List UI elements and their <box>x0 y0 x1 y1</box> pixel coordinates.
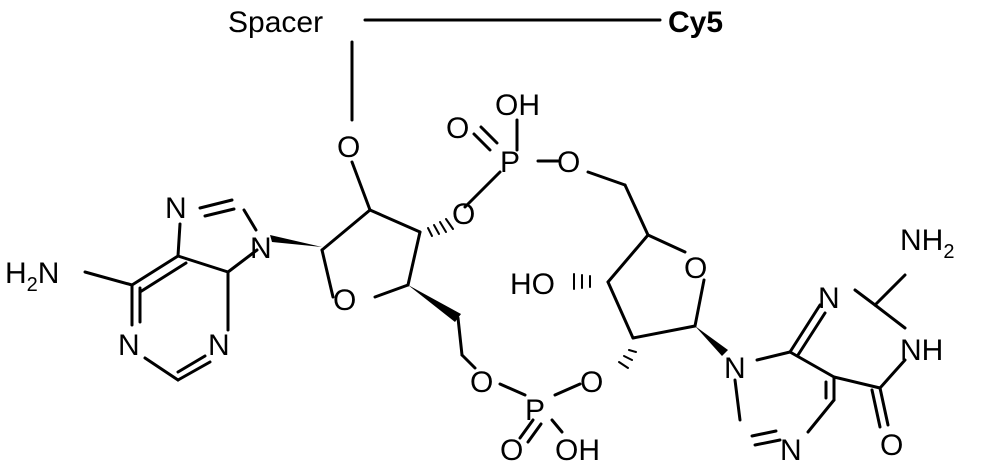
adenine-n3: N <box>208 329 230 362</box>
adenine-n7: N <box>165 192 187 225</box>
upper-phosphorus: P <box>500 146 520 179</box>
upper-phosphate-oh: OH <box>495 89 540 122</box>
ribose1-3prime-oxygen: O <box>452 198 475 231</box>
lower-phosphate-left-o: O <box>470 366 493 399</box>
guanine-amine-subscript: 2 <box>943 241 954 263</box>
adenine-n1: N <box>118 329 140 362</box>
lower-phosphate-oh: OH <box>555 434 600 467</box>
guanine-amine-nh: NH <box>900 224 943 257</box>
ribose2-ring-oxygen: O <box>684 252 707 285</box>
guanine-n7: N <box>780 434 802 467</box>
svg-text:H2N: H2N <box>5 257 59 296</box>
adenine-amine-subscript: 2 <box>27 274 38 296</box>
lower-phosphate-right-o: O <box>580 366 603 399</box>
adenine-n9: N <box>250 232 272 265</box>
cy5-label: Cy5 <box>668 6 723 39</box>
guanine-n3: N <box>818 282 840 315</box>
upper-phosphate-double-o: O <box>446 112 469 145</box>
ribose1-ring-oxygen: O <box>333 284 356 317</box>
lower-phosphate-double-o: O <box>500 434 523 467</box>
spacer-label: Spacer <box>228 6 323 39</box>
lower-phosphorus: P <box>525 394 545 427</box>
adenine-amine: H2N <box>5 257 59 296</box>
guanine-amine: NH2 <box>900 224 954 263</box>
upper-phosphate-ester-o: O <box>557 146 580 179</box>
guanine-n9: N <box>724 352 746 385</box>
atom-labels: Spacer Cy5 O O O O O O O O O O P P OH OH… <box>5 6 954 467</box>
bond-lines <box>83 18 907 447</box>
svg-text:NH2: NH2 <box>900 224 954 263</box>
ribose2-3prime-ho: HO <box>510 268 555 301</box>
adenine-amine-n: N <box>38 257 60 290</box>
guanine-n1h: NH <box>900 334 943 367</box>
ribose1-spacer-oxygen: O <box>337 131 360 164</box>
guanine-carbonyl-o: O <box>880 429 903 462</box>
adenine-amine-h: H <box>5 257 27 290</box>
